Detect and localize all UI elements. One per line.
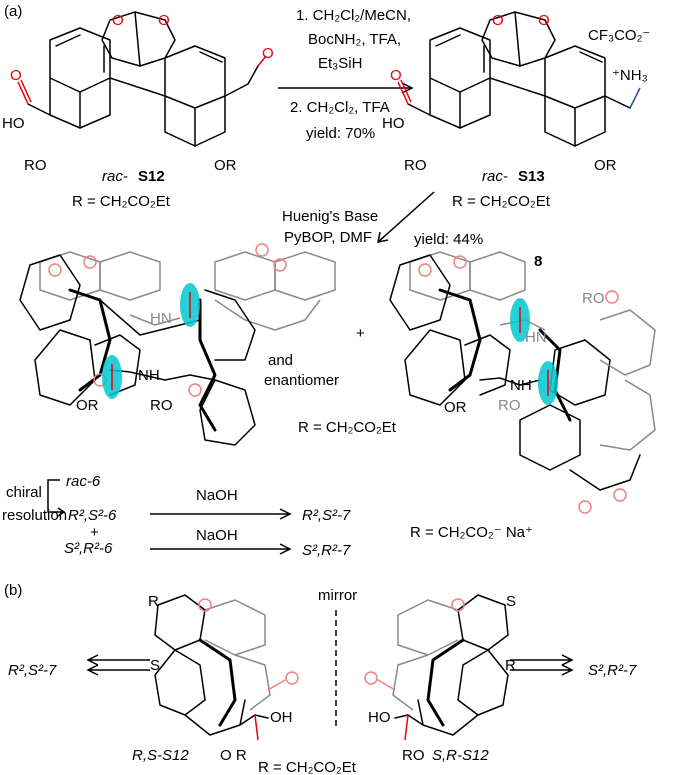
compound-8-label: 8 <box>534 253 542 270</box>
macrocycle8-nh: NH <box>510 377 532 394</box>
s13-nh3: ⁺NH₃ <box>612 67 648 84</box>
step1-line4: 2. CH₂Cl₂, TFA <box>290 99 390 116</box>
step1-arrow <box>278 82 414 94</box>
s13-name: S13 <box>518 168 545 185</box>
sr-ho-label: HO <box>368 709 391 726</box>
rs-or-label: O R <box>220 747 247 764</box>
macrocycle1-hn: HN <box>150 310 172 327</box>
structure-sr-s12 <box>364 594 509 741</box>
compound-r2s2-6: R²,S²-6 <box>68 507 117 524</box>
plus-sign: + <box>356 325 365 342</box>
rs-r-label: R <box>148 593 159 610</box>
sr-ro-label: RO <box>402 747 425 764</box>
right-product-label: S²,R²-7 <box>588 662 637 679</box>
s13-r-definition: R = CH₂CO₂Et <box>452 193 551 210</box>
macrocycle8-or: OR <box>444 399 467 416</box>
macrocycle8-ro: RO <box>498 397 521 414</box>
step2-arrow <box>377 191 435 243</box>
naoh-label-2: NaOH <box>196 527 238 544</box>
svg-text:O: O <box>112 12 124 29</box>
s13-counterion: CF₃CO₂⁻ <box>588 27 650 44</box>
panel-b-label: (b) <box>4 582 22 599</box>
structure-macrocycle-6 <box>19 243 336 446</box>
rac-6-label: rac-6 <box>66 473 101 490</box>
s12-ro-label: RO <box>24 157 47 174</box>
resolution-label: resolution <box>2 507 67 524</box>
macrocycle1-nh: NH <box>138 367 160 384</box>
panel-a-label: (a) <box>4 3 22 20</box>
s12-ho-label: HO <box>2 115 25 132</box>
s12-name: S12 <box>138 168 165 185</box>
sr-s-label: S <box>506 593 516 610</box>
svg-text:O: O <box>262 45 274 62</box>
resolution-plus: + <box>90 524 99 541</box>
svg-text:O: O <box>492 12 504 29</box>
structure-rac-s13: O O O <box>390 11 641 147</box>
product-s2r2-7: S²,R²-7 <box>302 542 351 559</box>
and-label: and <box>268 352 293 369</box>
step1-line3: Et₃SiH <box>318 55 362 72</box>
rs-s12-name: R,S-S12 <box>132 747 189 764</box>
s13-or-label: OR <box>594 157 617 174</box>
step1-yield: yield: 70% <box>306 125 375 142</box>
mirror-label: mirror <box>318 587 357 604</box>
sr-s12-name: S,R-S12 <box>432 747 489 764</box>
step2-line1: Huenig's Base <box>282 208 378 225</box>
s12-name-prefix: rac- <box>102 168 128 185</box>
products-r-definition: R = CH₂CO₂Et <box>298 419 397 436</box>
left-product-label: R²,S²-7 <box>8 662 57 679</box>
naoh-arrow-2 <box>150 543 292 555</box>
left-double-arrow <box>86 654 150 676</box>
s12-r-definition: R = CH₂CO₂Et <box>72 193 171 210</box>
macrocycle1-ro: RO <box>150 397 173 414</box>
step1-line1: 1. CH₂Cl₂/MeCN, <box>296 7 411 24</box>
s13-ro-label: RO <box>404 157 427 174</box>
sr-r-label: R <box>505 657 516 674</box>
step1-line2: BocNH₂, TFA, <box>308 31 401 48</box>
svg-text:O: O <box>538 12 550 29</box>
step2-line2: PyBOP, DMF <box>284 229 372 246</box>
panel-b-r-definition: R = CH₂CO₂Et <box>258 759 357 775</box>
naoh-label-1: NaOH <box>196 487 238 504</box>
svg-text:O: O <box>10 67 22 84</box>
rs-s-label: S <box>150 657 160 674</box>
rs-oh-label: OH <box>270 709 293 726</box>
macrocycle8-ro-top: RO <box>582 290 605 307</box>
naoh-arrow-1 <box>150 508 292 520</box>
chiral-label: chiral <box>6 484 42 501</box>
s13-ho-label: HO <box>382 115 405 132</box>
structure-rac-s12: O O O O <box>10 11 274 147</box>
right-double-arrow <box>510 654 574 676</box>
resolution-bracket <box>47 479 66 517</box>
macrocycle1-or: OR <box>76 397 99 414</box>
structure-macrocycle-8 <box>389 251 656 514</box>
svg-text:O: O <box>390 67 402 84</box>
s12-or-label: OR <box>214 157 237 174</box>
resolution-r-definition: R = CH₂CO₂⁻ Na⁺ <box>410 524 533 541</box>
s13-name-prefix: rac- <box>482 168 508 185</box>
macrocycle8-hn: HN <box>525 329 547 346</box>
structure-rs-s12 <box>154 594 299 741</box>
compound-s2r2-6: S²,R²-6 <box>64 540 113 557</box>
svg-text:O: O <box>158 12 170 29</box>
step2-yield: yield: 44% <box>414 231 483 248</box>
product-r2s2-7: R²,S²-7 <box>302 507 351 524</box>
enantiomer-label: enantiomer <box>264 372 339 389</box>
